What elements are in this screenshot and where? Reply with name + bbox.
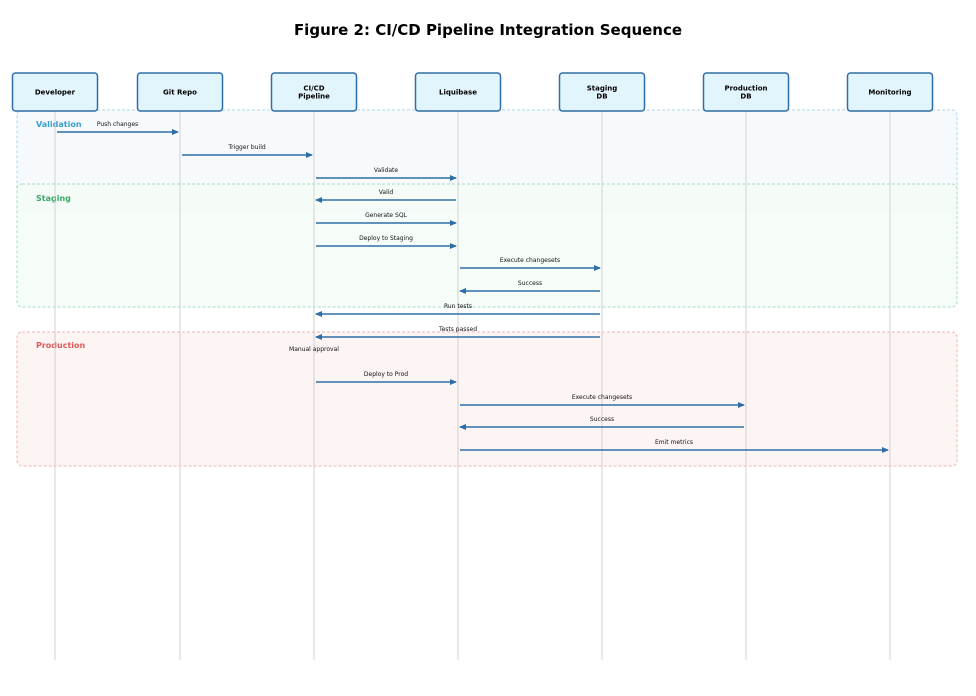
message-deploy-to-staging: Deploy to Staging <box>316 235 457 249</box>
message-label: Execute changesets <box>572 394 632 401</box>
participant-box <box>558 72 646 112</box>
phase-label: Staging <box>36 194 71 203</box>
message-label: Success <box>518 280 542 287</box>
lifelines <box>54 111 891 660</box>
message-valid: Valid <box>315 189 456 203</box>
participant-label: DB <box>596 93 607 101</box>
message-label: Emit metrics <box>655 439 693 446</box>
message-label: Tests passed <box>438 326 477 333</box>
participant-box <box>846 72 934 112</box>
message-generate-sql: Generate SQL <box>316 212 457 226</box>
message-label: Generate SQL <box>365 212 407 219</box>
diagram-title: Figure 2: CI/CD Pipeline Integration Seq… <box>293 21 683 39</box>
message-label: Deploy to Staging <box>359 235 413 242</box>
phase-label: Validation <box>36 120 82 129</box>
message-label: Valid <box>379 189 394 196</box>
message-label: Trigger build <box>227 144 266 151</box>
phase-region <box>16 331 958 467</box>
participant-label: DB <box>740 93 751 101</box>
participant-git: Git Repo <box>136 72 224 112</box>
participant-dev: Developer <box>11 72 99 112</box>
message-label: Deploy to Prod <box>364 371 408 378</box>
message-validate: Validate <box>316 167 457 181</box>
participant-lb: Liquibase <box>414 72 502 112</box>
message-execute-changesets: Execute changesets <box>460 394 745 408</box>
message-manual-approval: Manual approval <box>289 346 339 353</box>
message-tests-passed: Tests passed <box>315 326 600 340</box>
message-execute-changesets: Execute changesets <box>460 257 601 271</box>
participant-label: Staging <box>587 85 618 93</box>
participant-mon: Monitoring <box>846 72 934 112</box>
phase-label: Production <box>36 341 86 350</box>
participant-label: CI/CD <box>303 85 324 93</box>
phase-staging: Staging <box>16 183 958 308</box>
message-label: Success <box>590 416 614 423</box>
participant-box <box>702 72 790 112</box>
message-trigger-build: Trigger build <box>182 144 313 158</box>
message-emit-metrics: Emit metrics <box>460 439 889 453</box>
participant-box <box>11 72 99 112</box>
phase-region <box>16 183 958 308</box>
participant-label: Developer <box>35 89 76 97</box>
participant-box <box>414 72 502 112</box>
participant-label: Monitoring <box>868 89 911 97</box>
participant-box <box>270 72 358 112</box>
message-push-changes: Push changes <box>57 121 179 135</box>
participant-box <box>136 72 224 112</box>
message-deploy-to-prod: Deploy to Prod <box>316 371 457 385</box>
participant-label: Liquibase <box>439 89 477 97</box>
message-label: Execute changesets <box>500 257 560 264</box>
message-label: Manual approval <box>289 346 339 353</box>
message-run-tests: Run tests <box>315 303 600 317</box>
participant-label: Git Repo <box>163 89 197 97</box>
message-label: Push changes <box>97 121 138 128</box>
message-label: Validate <box>374 167 398 174</box>
message-label: Run tests <box>444 303 472 310</box>
participant-label: Pipeline <box>298 93 330 101</box>
participant-label: Production <box>724 85 767 93</box>
phase-production: Production <box>16 331 958 467</box>
message-success: Success <box>459 416 744 430</box>
message-success: Success <box>459 280 600 294</box>
